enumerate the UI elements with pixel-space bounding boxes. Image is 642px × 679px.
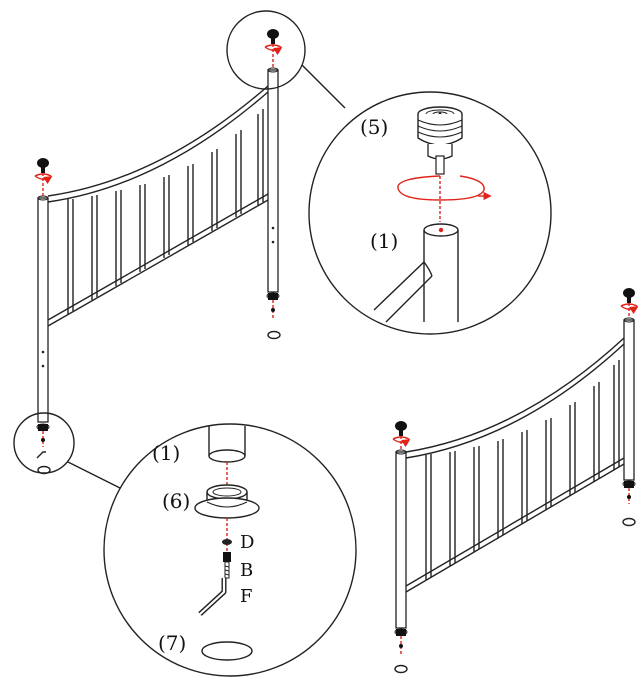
balusters-right	[425, 360, 620, 580]
foot-cap-icon	[266, 292, 281, 340]
part-label-f: F	[240, 586, 253, 607]
detail-callout-circle-top	[226, 10, 306, 90]
part-label-1: (1)	[370, 229, 398, 253]
part-label-d: D	[240, 532, 254, 553]
foot-cap-icon	[36, 423, 51, 475]
detail-callout-circle-bottom	[13, 412, 75, 474]
part-label-1: (1)	[152, 441, 180, 465]
foot-cap-icon	[622, 480, 636, 527]
cap-knob-icon	[417, 106, 463, 175]
cap-knob-icon	[34, 158, 53, 196]
part-label-7: (7)	[158, 631, 186, 655]
detail-top-zoom: (5) (1)	[308, 91, 552, 335]
balusters-left	[67, 109, 264, 314]
part-label-6: (6)	[162, 489, 190, 513]
cap-knob-icon	[264, 29, 283, 68]
part-label-5: (5)	[360, 115, 388, 139]
foot-cap-icon	[394, 628, 408, 674]
cap-knob-icon	[620, 288, 639, 318]
foot-cap-icon	[194, 484, 260, 519]
cap-knob-icon	[392, 421, 411, 450]
fence-panel-right	[392, 288, 639, 674]
fence-panel-left	[13, 10, 346, 489]
part-label-b: B	[240, 560, 253, 581]
detail-bottom-zoom: (1) (6) D B F (7)	[103, 423, 357, 677]
